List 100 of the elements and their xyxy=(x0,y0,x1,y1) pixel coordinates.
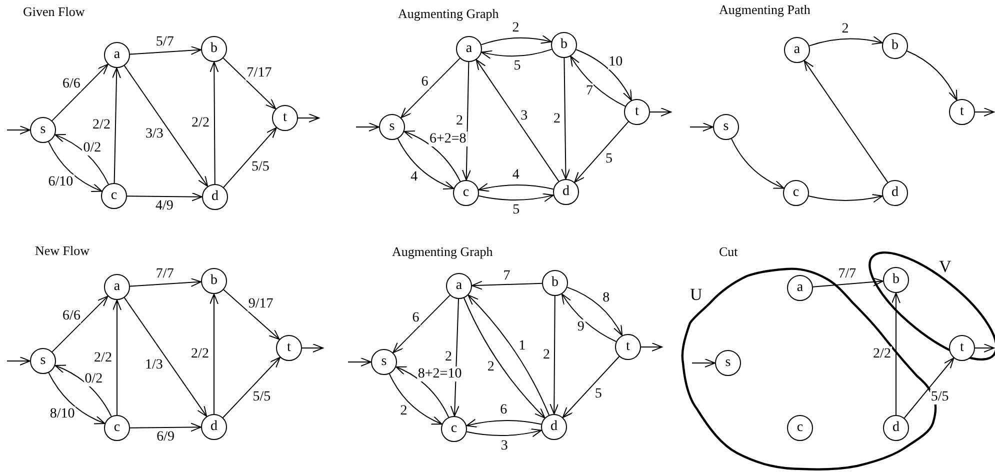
arrow xyxy=(223,289,280,340)
edge-label: 0/2 xyxy=(84,372,104,387)
arrow xyxy=(462,62,471,180)
graph-node: b xyxy=(201,36,227,62)
arrow xyxy=(550,296,559,414)
graph-node: s xyxy=(30,117,56,143)
arrow xyxy=(570,56,626,107)
arrow xyxy=(808,194,883,203)
edge-label: 2/2 xyxy=(93,350,113,365)
arrow xyxy=(52,296,108,352)
edge-label: 6+2=8 xyxy=(428,131,468,146)
arrow xyxy=(54,134,109,185)
arrow xyxy=(812,277,884,288)
graph-node: b xyxy=(882,33,908,59)
arrow xyxy=(222,58,276,110)
graph-node: d xyxy=(201,414,227,440)
edge-label: 8+2=10 xyxy=(416,366,463,382)
edge-label: 3 xyxy=(500,438,509,453)
graph-node: a xyxy=(446,273,472,299)
edge-label: 0/2 xyxy=(82,140,102,156)
arrow xyxy=(112,300,122,416)
edge-label: 10 xyxy=(608,54,624,70)
arrow xyxy=(397,138,454,190)
graph-node: s xyxy=(379,114,405,140)
arrow xyxy=(210,62,219,184)
arrow xyxy=(574,121,629,183)
arrow xyxy=(472,280,542,290)
graph-node: a xyxy=(787,275,813,301)
graph-node: b xyxy=(883,267,909,293)
panel-title: Augmenting Graph xyxy=(398,7,499,21)
arrow xyxy=(892,292,900,416)
arrow xyxy=(478,193,554,202)
arrow xyxy=(906,50,958,101)
edge-label: 9/17 xyxy=(247,296,274,312)
arrow xyxy=(130,46,202,55)
arrow xyxy=(804,60,888,183)
arrow xyxy=(466,418,542,428)
arrow xyxy=(210,294,218,414)
graph-node: c xyxy=(441,416,467,442)
arrow xyxy=(348,358,372,366)
panel-title: Augmenting Graph xyxy=(392,245,493,259)
arrow xyxy=(298,114,320,122)
arrow xyxy=(126,192,202,202)
arrow xyxy=(392,294,450,354)
arrow xyxy=(302,344,324,352)
arrow xyxy=(6,126,30,134)
arrow xyxy=(48,141,102,192)
graph-node: a xyxy=(456,36,482,62)
arrow xyxy=(450,298,460,416)
graph-node: t xyxy=(624,99,650,125)
graph-node: t xyxy=(272,105,298,131)
graph-node: c xyxy=(453,180,479,206)
arrow xyxy=(576,49,632,101)
graph-node: d xyxy=(202,184,228,210)
arrow xyxy=(692,358,716,368)
graph-node: b xyxy=(201,268,227,294)
arrow xyxy=(112,68,121,184)
arrow xyxy=(478,183,554,192)
graph-node: d xyxy=(541,414,567,440)
arrow xyxy=(124,297,208,417)
graph-node: c xyxy=(787,415,813,441)
edge-label: 6/6 xyxy=(62,308,82,323)
arrow xyxy=(561,58,570,180)
panel-title: Augmenting Path xyxy=(719,3,810,17)
graph-node: s xyxy=(715,350,741,376)
arrow xyxy=(974,108,994,116)
arrow xyxy=(356,122,380,132)
arrow xyxy=(566,286,623,336)
arrow xyxy=(481,48,552,59)
arrow xyxy=(48,372,106,424)
graph-node: b xyxy=(551,32,577,58)
edge-label: 6/6 xyxy=(62,76,82,92)
graph-node: s xyxy=(371,349,397,375)
arrow xyxy=(640,342,662,352)
edge-label: 7/17 xyxy=(246,66,273,81)
arrow xyxy=(54,365,112,417)
graph-node: d xyxy=(883,415,909,441)
graph-node: a xyxy=(104,274,130,300)
arrow xyxy=(731,138,784,189)
arrow xyxy=(808,36,883,46)
graph-node: a xyxy=(104,42,130,68)
graph-node: b xyxy=(542,270,568,296)
graph-node: c xyxy=(783,180,809,206)
graph-node: s xyxy=(713,114,739,140)
graph-node: d xyxy=(553,179,579,205)
arrow xyxy=(466,428,542,438)
arrow xyxy=(561,294,617,342)
graph-node: t xyxy=(615,334,641,360)
set-label: U xyxy=(690,286,702,304)
arrow xyxy=(222,356,280,418)
arrow xyxy=(904,358,954,418)
graph-node: a xyxy=(784,37,810,63)
edge-label: 6 xyxy=(420,74,430,90)
arrow xyxy=(690,122,714,132)
arrow xyxy=(130,422,202,432)
panel-title: New Flow xyxy=(35,244,90,258)
graph-node: c xyxy=(104,415,130,441)
arrow xyxy=(223,127,277,188)
arrow xyxy=(388,373,442,425)
arrow xyxy=(400,58,460,118)
